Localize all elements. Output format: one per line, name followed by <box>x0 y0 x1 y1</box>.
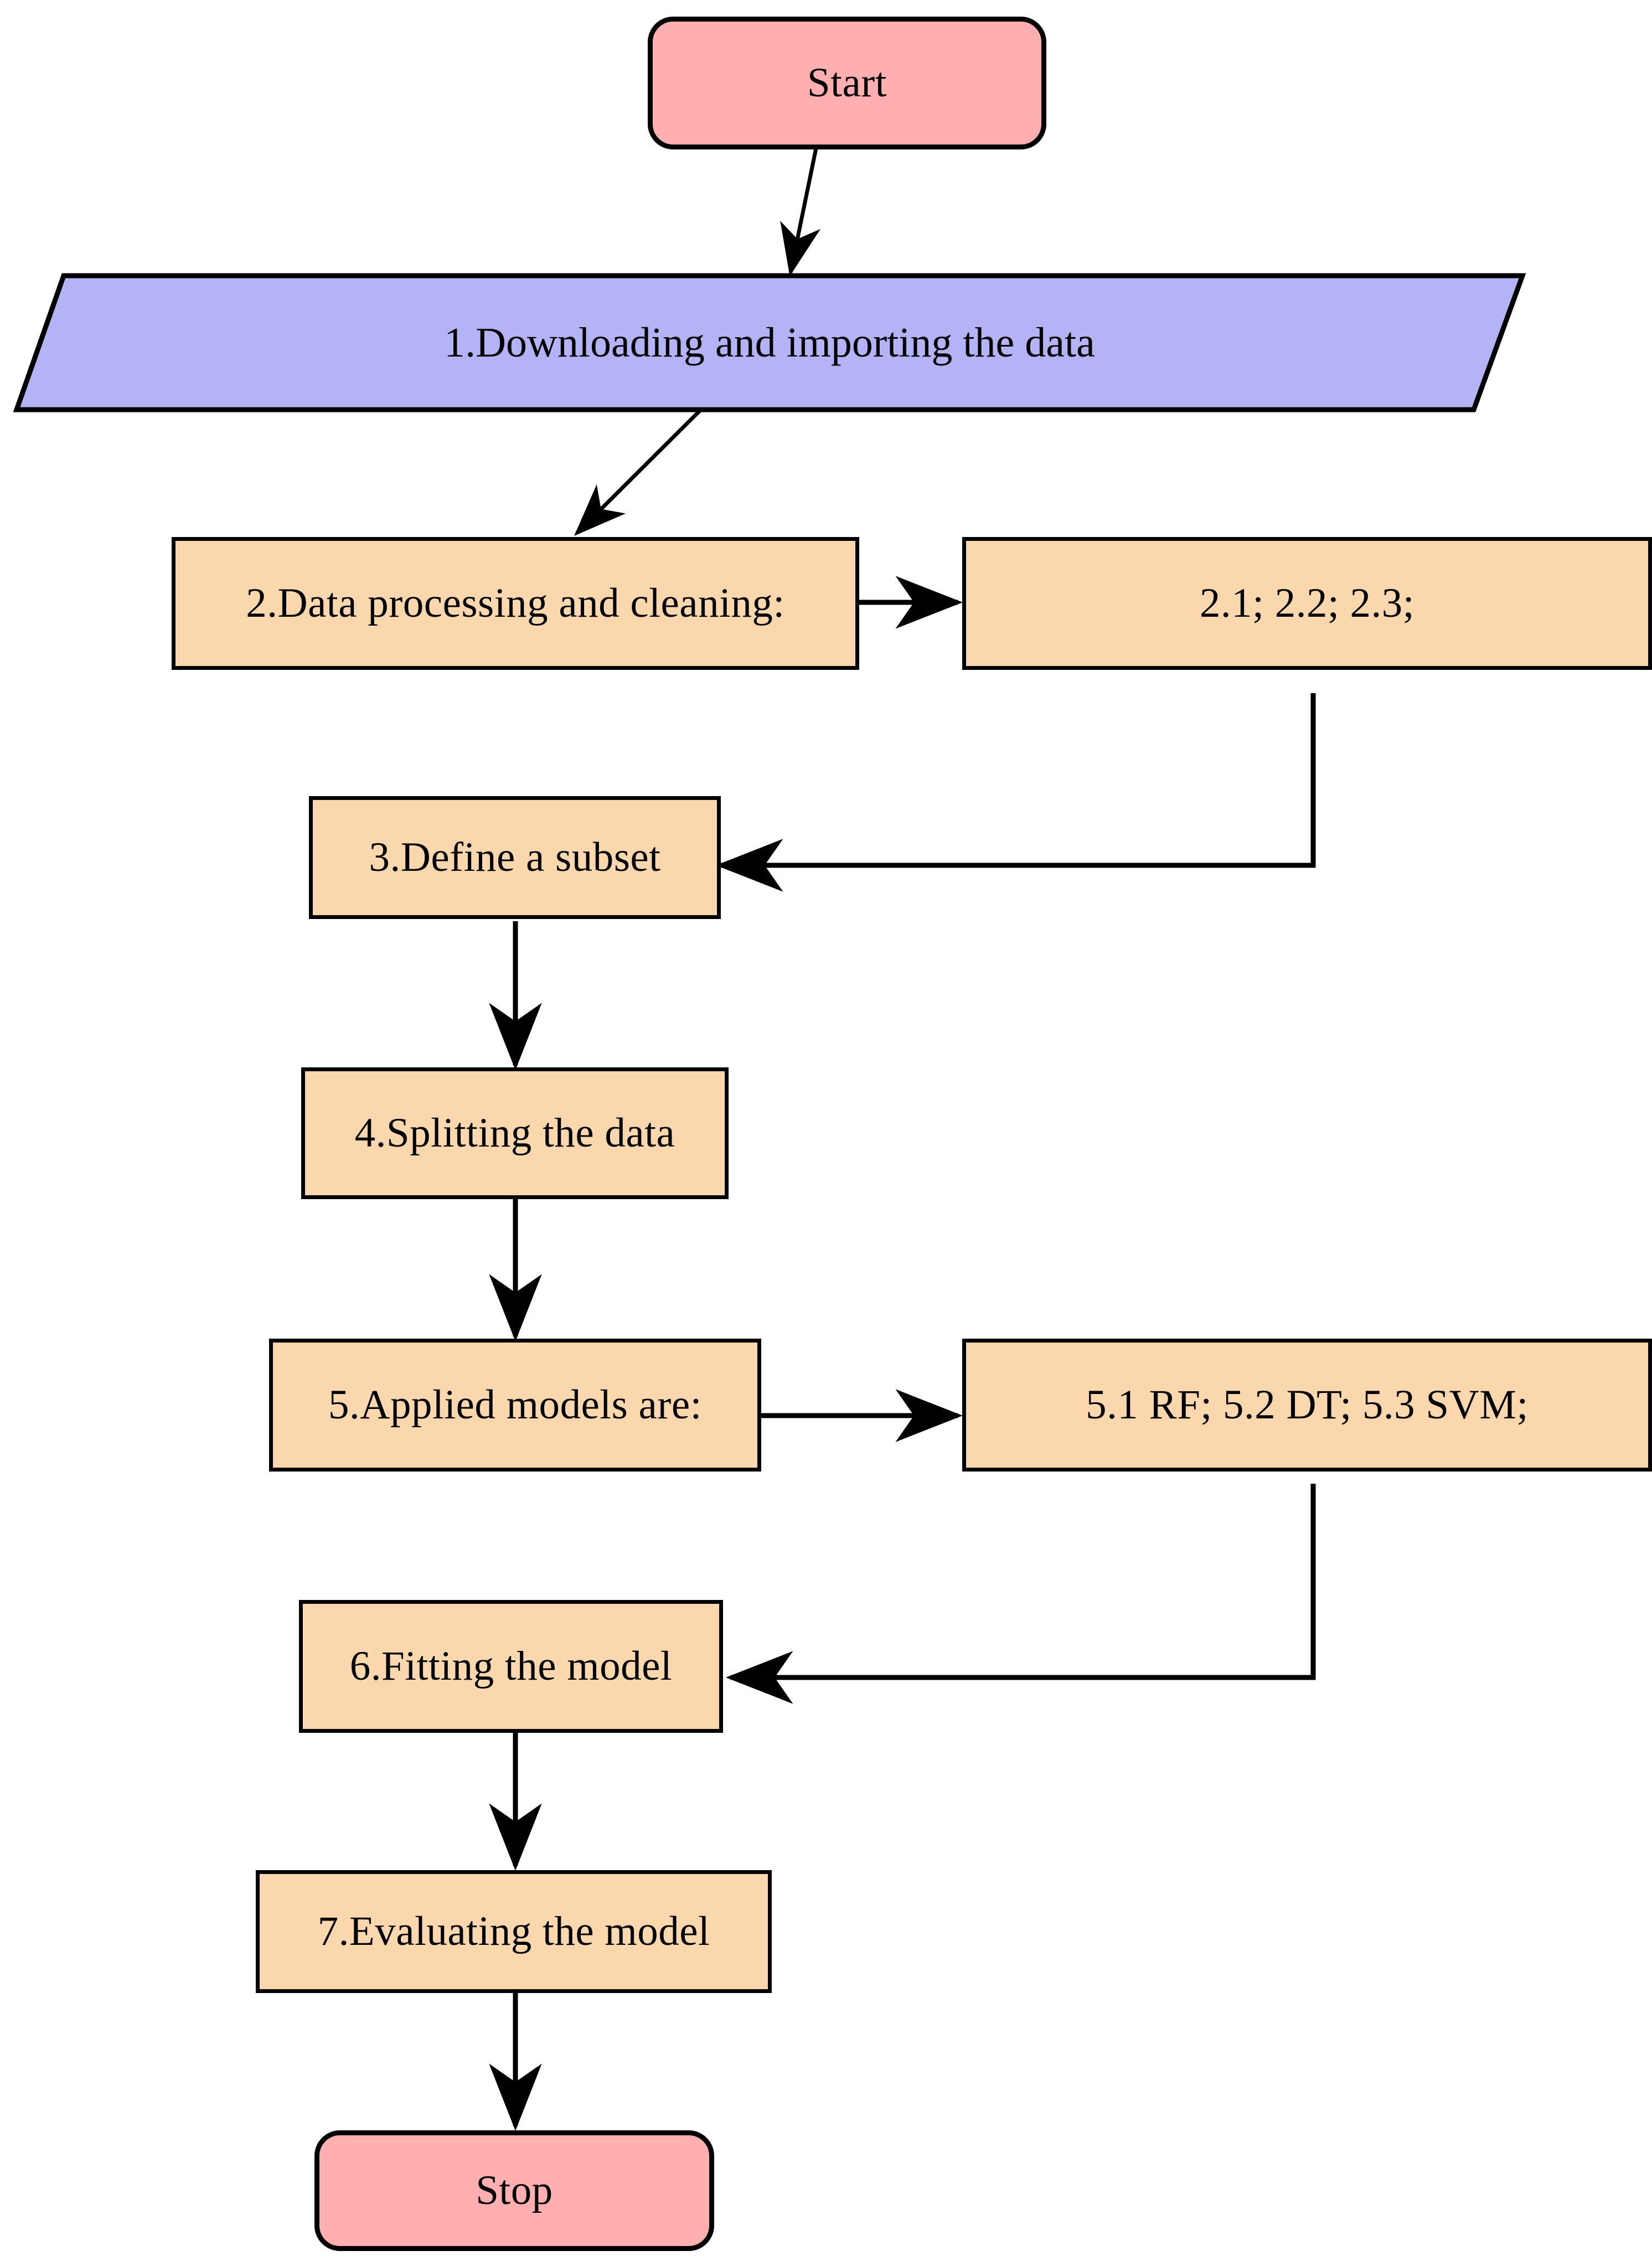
node-step2-substeps-label: 2.1; 2.2; 2.3; <box>1199 580 1415 626</box>
node-step7-label: 7.Evaluating the model <box>317 1908 710 1954</box>
node-step6[interactable]: 6.Fitting the model <box>299 1600 723 1733</box>
node-step2[interactable]: 2.Data processing and cleaning: <box>172 537 859 670</box>
node-stop[interactable]: Stop <box>314 2130 714 2251</box>
node-start[interactable]: Start <box>648 17 1046 149</box>
node-step1[interactable]: 1.Downloading and importing the data <box>17 276 1522 410</box>
node-step3[interactable]: 3.Define a subset <box>309 796 721 919</box>
node-step5-label: 5.Applied models are: <box>328 1381 702 1428</box>
node-step5[interactable]: 5.Applied models are: <box>269 1339 761 1472</box>
node-start-label: Start <box>807 59 887 106</box>
node-step6-label: 6.Fitting the model <box>349 1643 673 1689</box>
node-step5-models-label: 5.1 RF; 5.2 DT; 5.3 SVM; <box>1086 1381 1529 1428</box>
node-step1-shape[interactable] <box>13 273 1526 412</box>
node-step4-label: 4.Splitting the data <box>354 1109 675 1156</box>
node-step5-models[interactable]: 5.1 RF; 5.2 DT; 5.3 SVM; <box>962 1339 1652 1472</box>
node-step3-label: 3.Define a subset <box>369 834 661 880</box>
edge-step1-to-step2 <box>574 407 704 536</box>
node-step1-label: 1.Downloading and importing the data <box>444 319 1095 366</box>
node-step2-label: 2.Data processing and cleaning: <box>246 580 785 626</box>
node-step2-substeps[interactable]: 2.1; 2.2; 2.3; <box>962 537 1652 670</box>
node-step4[interactable]: 4.Splitting the data <box>301 1067 729 1199</box>
edge-start-to-step1 <box>780 148 820 276</box>
edge-step2sub-to-step3 <box>716 693 1316 892</box>
node-stop-label: Stop <box>476 2167 553 2213</box>
node-step7[interactable]: 7.Evaluating the model <box>256 1870 772 1993</box>
edge-step5sub-to-step6 <box>726 1484 1316 1704</box>
